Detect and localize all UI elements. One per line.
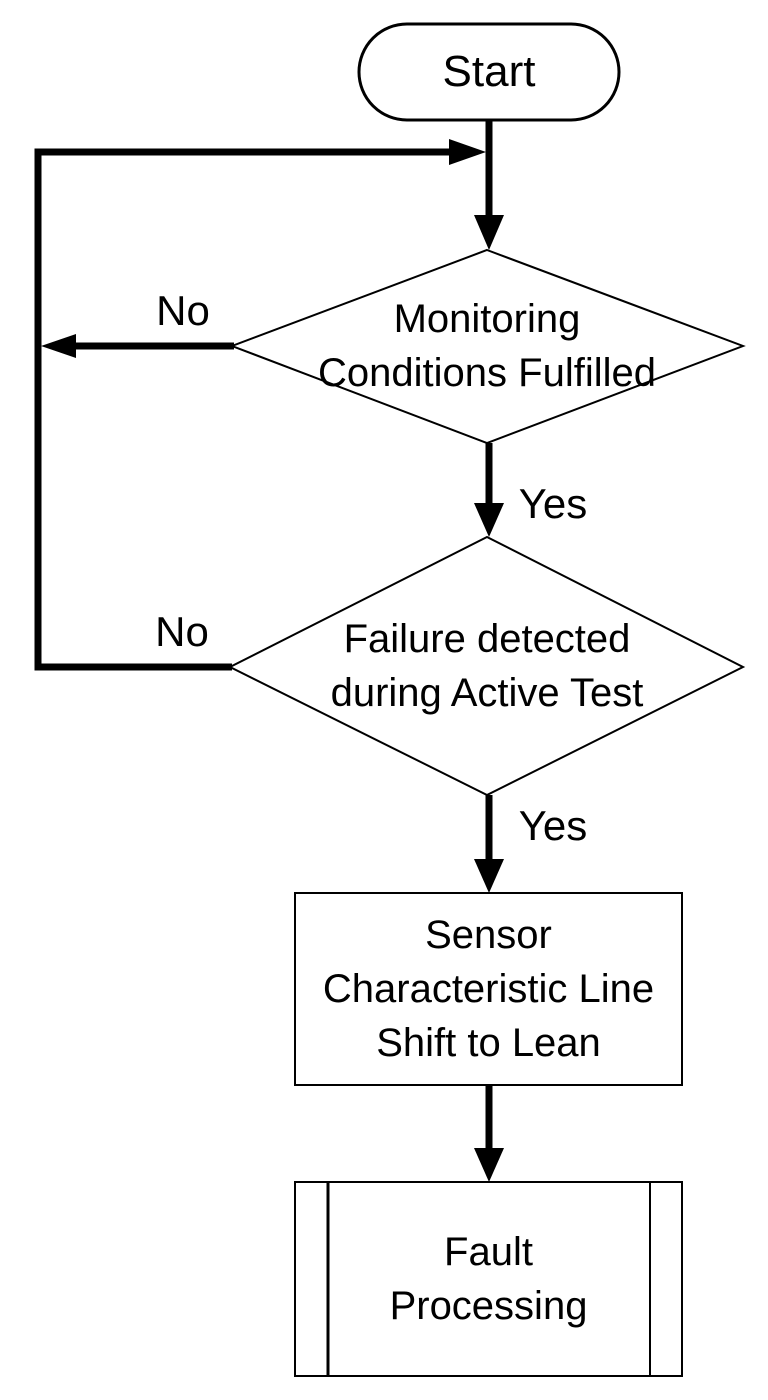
sensor-line-1: Sensor xyxy=(425,913,552,957)
failure-decision-label: Failure detected during Active Test xyxy=(237,603,737,729)
arrow-monitoring-no xyxy=(41,334,234,358)
fault-line-2: Processing xyxy=(389,1284,588,1328)
sensor-line-2: Characteristic Line xyxy=(322,967,655,1011)
arrow-monitoring-yes xyxy=(474,443,504,537)
start-terminator-shape xyxy=(357,22,621,122)
monitoring-no-label: No xyxy=(156,287,210,334)
fault-process-label: Fault Processing xyxy=(295,1182,682,1376)
monitoring-line-1: Monitoring xyxy=(393,297,581,341)
fault-line-1: Fault xyxy=(444,1230,533,1274)
start-terminator-label: Start xyxy=(359,24,619,120)
sensor-process-shape xyxy=(294,892,683,1086)
failure-no-label: No xyxy=(155,608,209,655)
failure-decision-shape xyxy=(227,535,746,797)
failure-yes-label: Yes xyxy=(518,802,588,849)
start-text: Start xyxy=(442,47,536,97)
failure-line-2: during Active Test xyxy=(330,671,644,715)
monitoring-decision-label: Monitoring Conditions Fulfilled xyxy=(237,283,737,409)
arrow-start-to-monitoring xyxy=(474,120,504,250)
monitoring-line-2: Conditions Fulfilled xyxy=(318,351,656,395)
arrow-sensor-to-fault xyxy=(474,1085,504,1182)
monitoring-yes-label: Yes xyxy=(518,480,588,527)
loop-return-line xyxy=(34,139,486,671)
failure-line-1: Failure detected xyxy=(343,617,631,661)
arrow-failure-yes xyxy=(474,795,504,893)
fault-process-shape xyxy=(294,1181,683,1377)
sensor-line-3: Shift to Lean xyxy=(376,1021,601,1065)
monitoring-decision-shape xyxy=(229,248,746,445)
sensor-process-label: Sensor Characteristic Line Shift to Lean xyxy=(295,893,682,1085)
